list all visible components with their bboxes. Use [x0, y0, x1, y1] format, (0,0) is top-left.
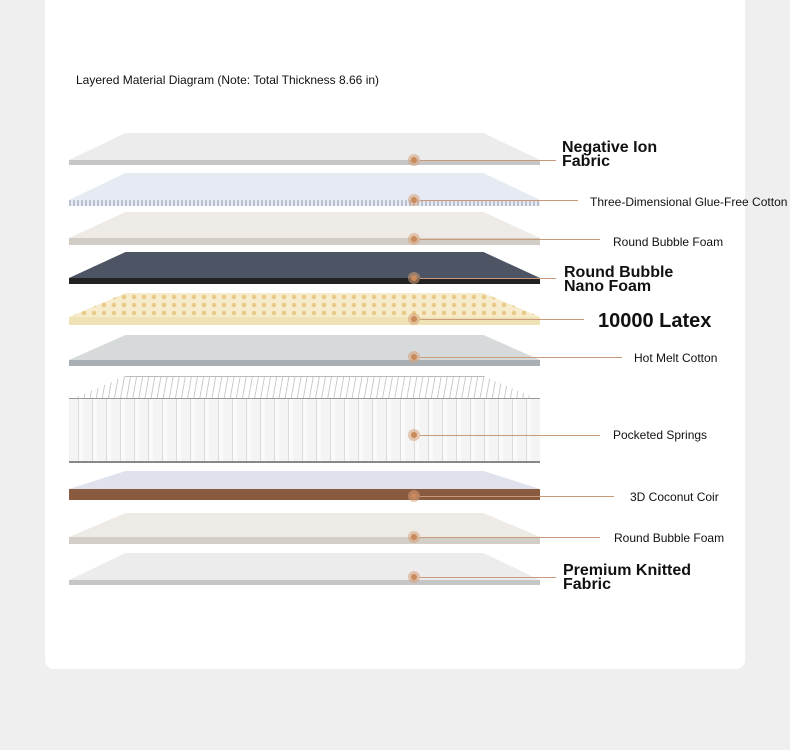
- callout-dot-icon: [408, 490, 420, 502]
- layer-label: Pocketed Springs: [613, 428, 708, 442]
- layer-edge: [69, 200, 540, 206]
- layer-edge: [69, 489, 540, 500]
- layer-edge: [69, 238, 540, 245]
- callout-line: [420, 357, 622, 358]
- spring-coils: [69, 398, 540, 463]
- callout-line: [420, 160, 556, 161]
- layer-edge: [69, 360, 540, 366]
- callout-line: [420, 278, 556, 279]
- layer-edge: [69, 580, 540, 585]
- layer-top-surface: [69, 293, 540, 317]
- layer-label: Round Bubble Foam: [614, 531, 725, 545]
- layer-label: Round Bubble Foam: [613, 235, 724, 249]
- layer-top-surface: [69, 252, 540, 278]
- callout-line: [420, 577, 556, 578]
- callout-line: [420, 200, 578, 201]
- layer-label: Hot Melt Cotton: [634, 351, 718, 365]
- layer-top-surface: [69, 335, 540, 360]
- callout-dot-icon: [408, 531, 420, 543]
- callout-dot-icon: [408, 429, 420, 441]
- layer-label: 10000 Latex: [598, 310, 712, 332]
- layer-label: 3D Coconut Coir: [630, 490, 719, 504]
- layer-top-surface: [69, 212, 540, 238]
- callout-dot-icon: [408, 272, 420, 284]
- layer-top-surface: [69, 553, 540, 580]
- callout-dot-icon: [408, 571, 420, 583]
- layer-edge: [69, 537, 540, 544]
- layer-label: Three-Dimensional Glue-Free Cotton: [590, 195, 788, 209]
- callout-dot-icon: [408, 233, 420, 245]
- callout-line: [420, 537, 600, 538]
- callout-line: [420, 239, 600, 240]
- diagram-title: Layered Material Diagram (Note: Total Th…: [76, 73, 380, 87]
- layer-edge: [69, 160, 540, 165]
- layer-edge: [69, 317, 540, 325]
- layer-top-surface: [69, 513, 540, 537]
- callout-line: [420, 435, 600, 436]
- callout-dot-icon: [408, 194, 420, 206]
- callout-dot-icon: [408, 154, 420, 166]
- callout-dot-icon: [408, 313, 420, 325]
- callout-line: [420, 319, 584, 320]
- layer-top-surface: [69, 376, 540, 400]
- layer-edge: [69, 278, 540, 284]
- callout-line: [420, 496, 614, 497]
- layer-top-surface: [69, 133, 540, 160]
- layer-top-surface: [69, 471, 540, 489]
- callout-dot-icon: [408, 351, 420, 363]
- layer-top-surface: [69, 173, 540, 200]
